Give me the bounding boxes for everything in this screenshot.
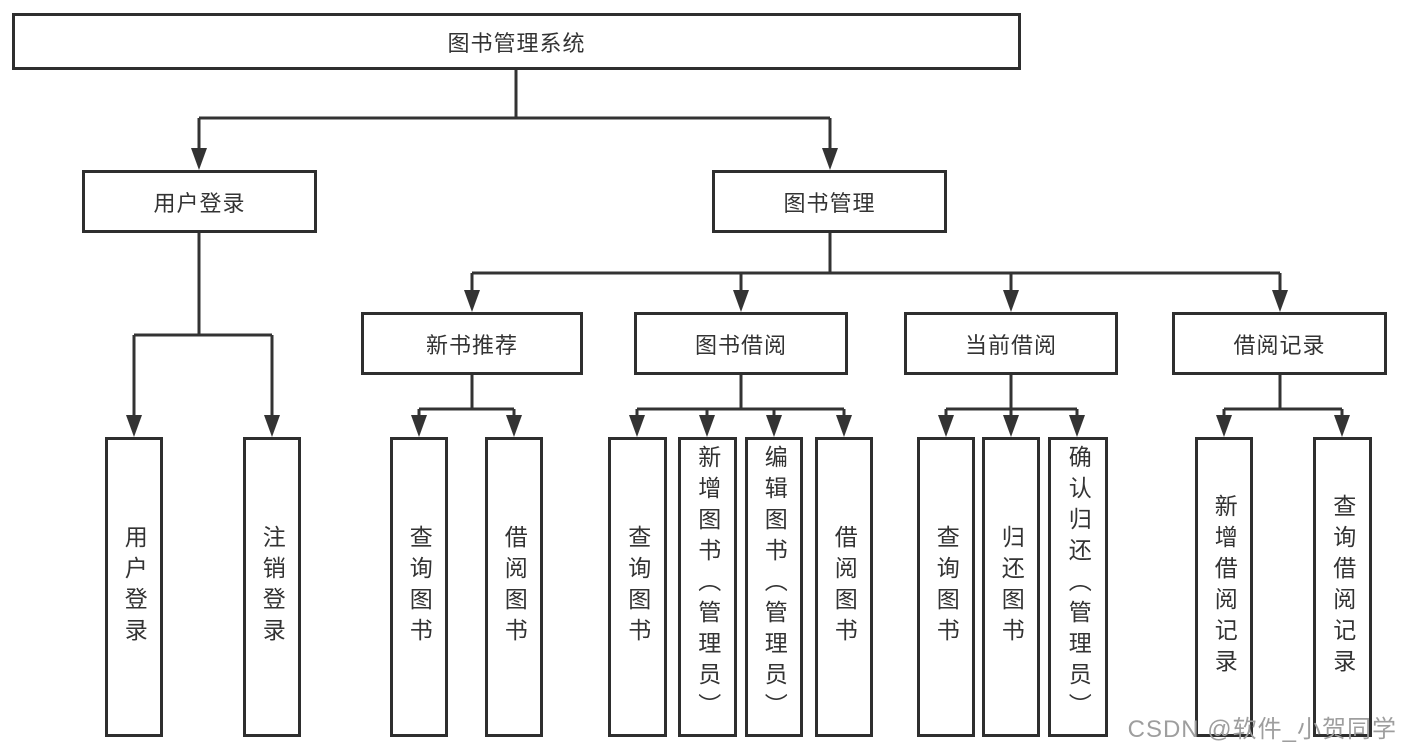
node-leaf-user-login: 用户登录 (105, 437, 163, 737)
node-leaf-add-borrow-record: 新增借阅记录 (1195, 437, 1253, 737)
node-label: 编辑图书（管理员） (761, 445, 788, 724)
node-leaf-query-books-3: 查询图书 (917, 437, 975, 737)
node-label: 查询借阅记录 (1329, 494, 1356, 680)
node-current-borrow: 当前借阅 (904, 312, 1118, 375)
node-leaf-logout: 注销登录 (243, 437, 301, 737)
node-user-login: 用户登录 (82, 170, 317, 233)
node-leaf-edit-book-admin: 编辑图书（管理员） (745, 437, 803, 737)
node-label: 用户登录 (121, 525, 148, 649)
node-book-borrow: 图书借阅 (634, 312, 848, 375)
node-label: 归还图书 (998, 525, 1025, 649)
node-root-library-system: 图书管理系统 (12, 13, 1021, 70)
node-leaf-query-books-1: 查询图书 (390, 437, 448, 737)
watermark: CSDN @软件_小贺同学 (1127, 716, 1397, 743)
node-leaf-return-book: 归还图书 (982, 437, 1040, 737)
node-label: 查询图书 (406, 525, 433, 649)
node-leaf-borrow-books-1: 借阅图书 (485, 437, 543, 737)
node-borrow-records: 借阅记录 (1172, 312, 1387, 375)
node-label: 用户登录 (153, 190, 246, 216)
node-label: 注销登录 (259, 525, 286, 649)
node-label: 查询图书 (624, 525, 651, 649)
node-leaf-borrow-books-2: 借阅图书 (815, 437, 873, 737)
node-book-management: 图书管理 (712, 170, 947, 233)
node-label: 新增借阅记录 (1211, 494, 1238, 680)
node-label: 查询图书 (933, 525, 960, 649)
node-label: 借阅图书 (501, 525, 528, 649)
node-leaf-query-books-2: 查询图书 (608, 437, 667, 737)
node-label: 图书借阅 (694, 332, 787, 358)
node-label: 图书管理系统 (447, 30, 586, 56)
node-label: 借阅图书 (831, 525, 858, 649)
node-leaf-add-book-admin: 新增图书（管理员） (678, 437, 737, 737)
node-label: 借阅记录 (1233, 332, 1326, 358)
node-leaf-confirm-return-admin: 确认归还（管理员） (1048, 437, 1108, 737)
node-label: 新增图书（管理员） (694, 445, 721, 724)
node-new-book-recommend: 新书推荐 (361, 312, 583, 375)
node-label: 当前借阅 (964, 332, 1057, 358)
node-label: 图书管理 (783, 190, 876, 216)
node-label: 新书推荐 (425, 332, 518, 358)
node-leaf-query-borrow-record: 查询借阅记录 (1313, 437, 1372, 737)
node-label: 确认归还（管理员） (1065, 445, 1092, 724)
